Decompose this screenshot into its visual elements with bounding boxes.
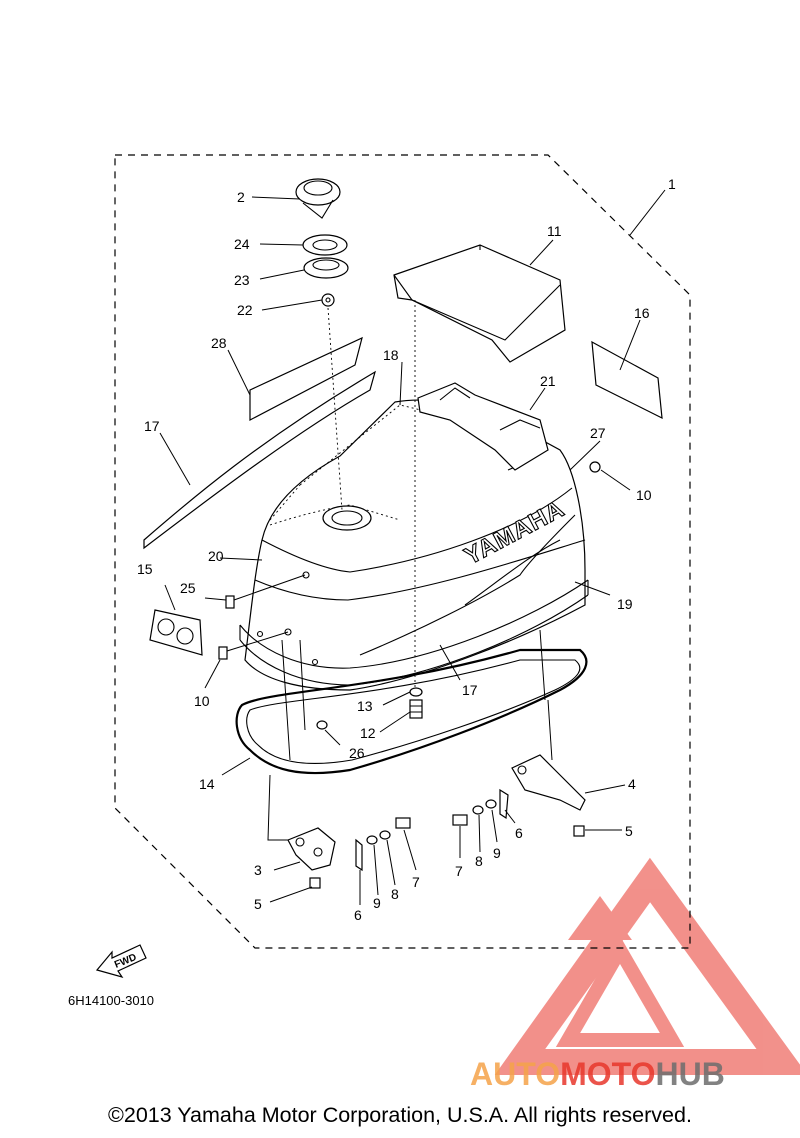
part-13-washer: [409, 687, 423, 697]
label-10-right: 10: [636, 487, 652, 503]
part-15-emblem: [149, 609, 203, 656]
label-20: 20: [208, 548, 224, 564]
part-labels: 1 2 24 23 22 11 16 28 18 21 17 27 10 20 …: [137, 176, 676, 923]
label-14: 14: [199, 776, 215, 792]
part-25-screw: [225, 574, 306, 609]
leader-lines: [159, 189, 666, 905]
label-21: 21: [540, 373, 556, 389]
part-16-decal: [591, 340, 663, 420]
label-9-right: 9: [493, 845, 501, 861]
label-6-left: 6: [354, 907, 362, 923]
part-4-bracket: [511, 629, 586, 811]
label-6-right: 6: [515, 825, 523, 841]
label-25: 25: [180, 580, 196, 596]
label-24: 24: [234, 236, 250, 252]
label-2: 2: [237, 189, 245, 205]
label-5-left: 5: [254, 896, 262, 912]
label-17-top: 17: [144, 418, 160, 434]
part-12-bolt: [409, 699, 423, 719]
assembly-boundary: [114, 154, 691, 949]
part-3-bracket: [267, 774, 336, 871]
part-26-grommet: [316, 720, 328, 730]
label-13: 13: [357, 698, 373, 714]
watermark-text: AUTOMOTOHUB: [470, 1056, 725, 1092]
part-10-screw-left: [218, 631, 289, 660]
label-7-left: 7: [412, 874, 420, 890]
label-10-left: 10: [194, 693, 210, 709]
label-17-bottom: 17: [462, 682, 478, 698]
label-27: 27: [590, 425, 606, 441]
label-3: 3: [254, 862, 262, 878]
part-11-cover: [393, 244, 566, 363]
svg-text:AUTOMOTOHUB: AUTOMOTOHUB: [470, 1056, 725, 1092]
part-23-grommet: [303, 257, 349, 279]
part-21-bracket: [417, 382, 549, 471]
label-7-right: 7: [455, 863, 463, 879]
part-17-stripe: [143, 370, 376, 550]
label-28: 28: [211, 335, 227, 351]
label-8-left: 8: [391, 886, 399, 902]
label-4: 4: [628, 776, 636, 792]
watermark-auto: AUTO: [470, 1056, 560, 1092]
part-5-screw-right: [573, 825, 585, 837]
hardware-right: [452, 788, 509, 826]
label-8-right: 8: [475, 853, 483, 869]
watermark-moto: MOTO: [560, 1056, 655, 1092]
label-16: 16: [634, 305, 650, 321]
copyright-notice: ©2013 Yamaha Motor Corporation, U.S.A. A…: [108, 1103, 692, 1127]
part-28-stripe: [249, 336, 363, 421]
part-24-ring: [302, 234, 348, 256]
label-11: 11: [547, 223, 562, 239]
label-12: 12: [360, 725, 376, 741]
part-10-screw-right: [589, 461, 601, 473]
watermark-hub: HUB: [655, 1056, 724, 1092]
part-5-screw-left: [309, 877, 321, 889]
part-14-seal: [235, 648, 588, 775]
label-18: 18: [383, 347, 399, 363]
watermark-logo: [494, 857, 800, 1075]
part-2-cap: [295, 178, 341, 219]
label-26: 26: [349, 745, 365, 761]
label-9-left: 9: [373, 895, 381, 911]
label-23: 23: [234, 272, 250, 288]
part-22-clip: [321, 293, 335, 307]
hardware-left: [355, 817, 411, 872]
label-1: 1: [668, 176, 676, 192]
label-5-right: 5: [625, 823, 633, 839]
label-19: 19: [617, 596, 633, 612]
reference-code: 6H14100-3010: [68, 993, 155, 1008]
label-15: 15: [137, 561, 153, 577]
label-22: 22: [237, 302, 253, 318]
fwd-arrow-icon: FWD: [95, 944, 147, 979]
